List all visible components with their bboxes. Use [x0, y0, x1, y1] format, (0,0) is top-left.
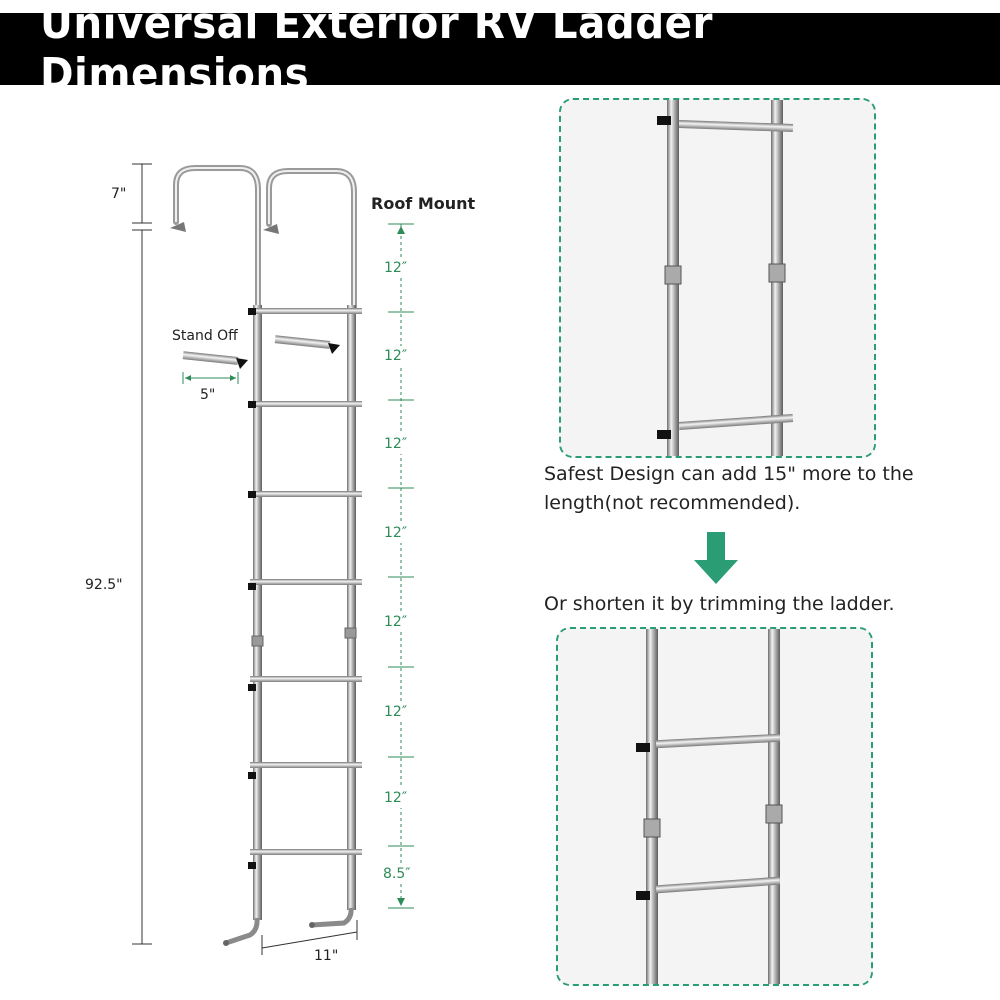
shorten-note: Or shorten it by trimming the ladder.: [544, 593, 895, 615]
rung-spacing-label: 12″: [384, 258, 408, 278]
rung-spacing-label: 8.5″: [383, 864, 411, 884]
title-banner: Universal Exterior RV Ladder Dimensions: [0, 0, 1000, 100]
roof-hooks: [173, 165, 357, 313]
rung-spacing-label: 12″: [384, 702, 408, 722]
bottom-width-label: 11": [314, 948, 339, 964]
rung-spacing-label: 12″: [384, 346, 408, 366]
rung-spacing-label: 12″: [384, 434, 408, 454]
down-arrow-icon: [694, 532, 738, 584]
extension-detail-panel: [559, 98, 876, 458]
total-height-dimension: [132, 229, 152, 945]
bottom-width-dimension: [261, 920, 358, 955]
stand-off-brackets: [182, 335, 340, 384]
roof-mount-label: Roof Mount: [371, 194, 476, 213]
standoff-length-label: 5": [200, 387, 216, 403]
rung-spacing-label: 12″: [384, 523, 408, 543]
trimmed-ladder-photo: [558, 629, 871, 984]
rung-spacing-label: 12″: [384, 788, 408, 808]
extension-note: Safest Design can add 15" more to the le…: [544, 463, 914, 514]
side-rails: [223, 305, 356, 946]
stand-off-label: Stand Off: [172, 328, 238, 344]
total-height-label: 92.5": [85, 577, 123, 593]
hook-height-dimension: [132, 163, 152, 224]
rung-spacing-label: 12″: [384, 612, 408, 632]
trimming-detail-panel: [556, 627, 873, 986]
hook-height-label: 7": [111, 186, 127, 202]
rungs: [248, 308, 362, 869]
page-title: Universal Exterior RV Ladder Dimensions: [40, 0, 713, 100]
extension-ladder-photo: [561, 100, 874, 456]
